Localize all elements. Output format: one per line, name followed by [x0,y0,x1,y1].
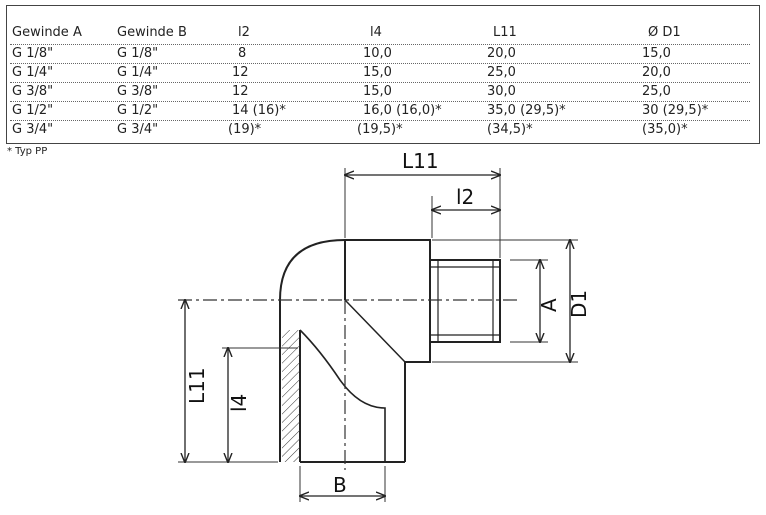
row4-gewinde-a: G 1/2" [12,103,54,118]
hatched-section [282,330,300,462]
header-l11: L11 [493,25,517,40]
row5-gewinde-a: G 3/4" [12,122,54,137]
row4-gewinde-b: G 1/2" [117,103,159,118]
header-l4: l4 [370,25,382,40]
row5-d1: (35,0)* [642,122,688,137]
row3-l2: 12 [232,84,249,99]
row5-l4: (19,5)* [357,122,403,137]
dimension-lines [185,175,570,496]
row2-gewinde-b: G 1/4" [117,65,159,80]
label-l2: l2 [456,185,474,209]
row5-gewinde-b: G 3/4" [117,122,159,137]
label-l11-left: L11 [185,367,209,404]
header-gewinde-a: Gewinde A [12,25,82,40]
row4-l2: 14 (16)* [232,103,286,118]
row4-l11: 35,0 (29,5)* [487,103,566,118]
label-l11-top: L11 [402,149,439,173]
row5-l2: (19)* [228,122,262,137]
row3-l4: 15,0 [363,84,392,99]
row4-d1: 30 (29,5)* [642,103,709,118]
row3-l11: 30,0 [487,84,516,99]
row-divider [10,82,750,83]
center-lines [178,299,520,470]
header-gewinde-b: Gewinde B [117,25,187,40]
header-l2: l2 [238,25,250,40]
row2-gewinde-a: G 1/4" [12,65,54,80]
dimension-table [6,5,760,144]
row4-l4: 16,0 (16,0)* [363,103,442,118]
fitting-body [279,239,501,463]
row3-gewinde-a: G 3/8" [12,84,54,99]
row2-l11: 25,0 [487,65,516,80]
row1-gewinde-a: G 1/8" [12,46,54,61]
label-b: B [333,473,347,497]
row3-d1: 25,0 [642,84,671,99]
row1-l11: 20,0 [487,46,516,61]
label-d1: D1 [567,290,591,318]
row2-d1: 20,0 [642,65,671,80]
header-d1: Ø D1 [648,25,681,40]
row1-d1: 15,0 [642,46,671,61]
label-a: A [537,298,561,312]
row1-l4: 10,0 [363,46,392,61]
row1-gewinde-b: G 1/8" [117,46,159,61]
row2-l2: 12 [232,65,249,80]
row3-gewinde-b: G 3/8" [117,84,159,99]
row2-l4: 15,0 [363,65,392,80]
row5-l11: (34,5)* [487,122,533,137]
row1-l2: 8 [238,46,247,61]
footnote: * Typ PP [7,146,48,157]
row-divider [10,63,750,64]
row-divider [10,101,750,102]
row-divider [10,120,750,121]
extension-lines [178,168,578,502]
row-divider [10,44,750,45]
label-l4: l4 [227,394,251,412]
